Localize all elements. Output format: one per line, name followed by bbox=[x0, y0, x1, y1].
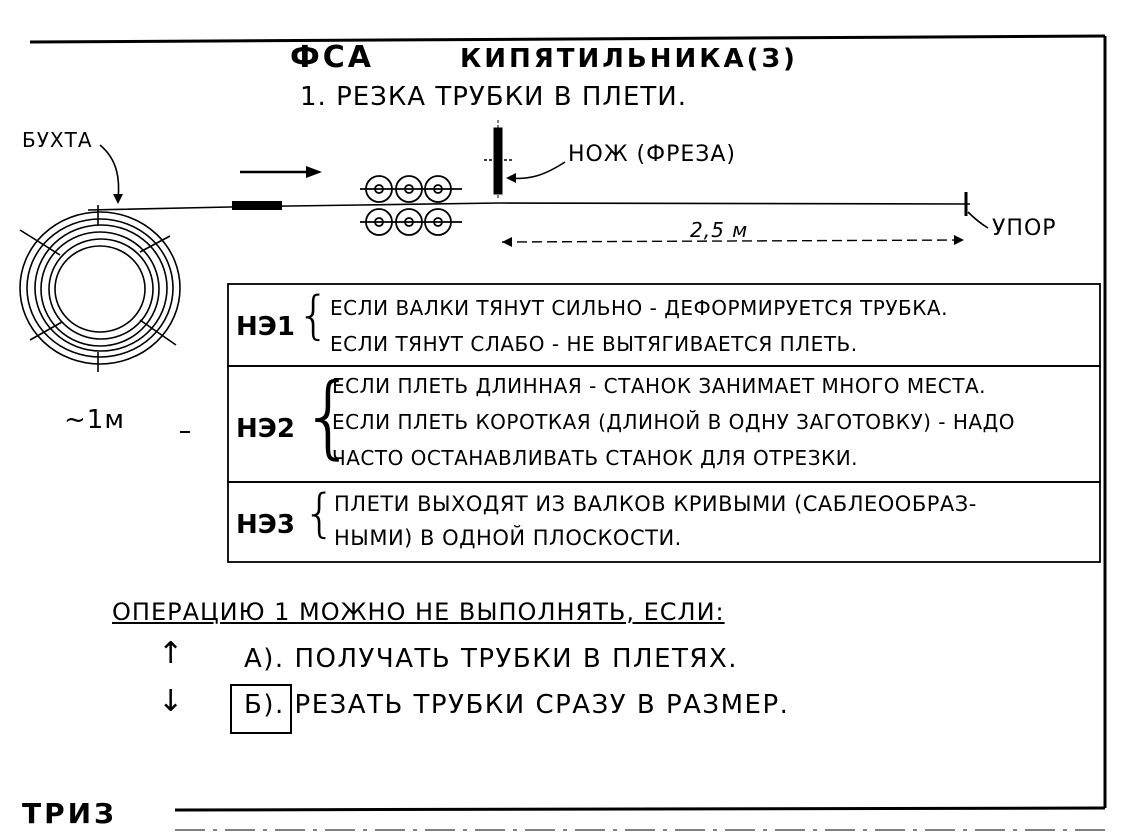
page-subtitle: 1. РЕЗКА ТРУБКИ В ПЛЕТИ. bbox=[300, 82, 687, 112]
contradiction-1-line-1: ЕСЛИ ВАЛКИ ТЯНУТ СИЛЬНО - ДЕФОРМИРУЕТСЯ … bbox=[330, 296, 948, 320]
coil-label: БУХТА bbox=[22, 128, 93, 152]
contradiction-table-frame bbox=[227, 283, 1101, 563]
condition-option-b: Б). РЕЗАТЬ ТРУБКИ СРАЗУ В РАЗМЕР. bbox=[244, 690, 790, 720]
coil-drawing bbox=[19, 205, 181, 372]
contradiction-3-line-2: НЫМИ) В ОДНОЙ ПЛОСКОСТИ. bbox=[334, 526, 682, 550]
knife-label-arrow bbox=[509, 161, 566, 180]
stop-label-arrow bbox=[967, 211, 989, 229]
coil-label-arrow bbox=[99, 144, 120, 201]
frame-bottom bbox=[174, 806, 1106, 812]
tube-line bbox=[87, 202, 971, 211]
length-dimension bbox=[501, 239, 965, 243]
arrow-down-icon: ↓ bbox=[158, 684, 184, 719]
tube-guide bbox=[232, 201, 282, 210]
contradiction-label-2: НЭ2 bbox=[236, 414, 295, 444]
condition-option-a: А). ПОЛУЧАТЬ ТРУБКИ В ПЛЕТЯХ. bbox=[244, 644, 739, 674]
contradiction-2-line-1: ЕСЛИ ПЛЕТЬ ДЛИННАЯ - СТАНОК ЗАНИМАЕТ МНО… bbox=[332, 374, 986, 398]
frame-top bbox=[29, 34, 1106, 44]
knife-label: НОЖ (ФРЕЗА) bbox=[568, 142, 736, 167]
triz-logo: ТРИЗ bbox=[22, 797, 117, 830]
brace-3: { bbox=[303, 484, 337, 544]
length-label: 2,5 м bbox=[690, 218, 749, 242]
contradiction-3-line-1: ПЛЕТИ ВЫХОДЯТ ИЗ ВАЛКОВ КРИВЫМИ (САБЛЕОО… bbox=[334, 492, 977, 516]
coil-diameter-label: ~1м bbox=[64, 405, 125, 435]
page-title: ФСА bbox=[290, 40, 374, 75]
contradiction-2-line-2: ЕСЛИ ПЛЕТЬ КОРОТКАЯ (ДЛИНОЙ В ОДНУ ЗАГОТ… bbox=[332, 410, 1015, 434]
conditions-heading: ОПЕРАЦИЮ 1 МОЖНО НЕ ВЫПОЛНЯТЬ, ЕСЛИ: bbox=[112, 598, 725, 626]
page-title-object: КИПЯТИЛЬНИКА(З) bbox=[460, 44, 798, 74]
option-b-highlight-box bbox=[230, 684, 292, 734]
brace-1: { bbox=[297, 286, 331, 346]
rollers bbox=[360, 175, 462, 236]
contradiction-1-line-2: ЕСЛИ ТЯНУТ СЛАБО - НЕ ВЫТЯГИВАЕТСЯ ПЛЕТЬ… bbox=[330, 332, 858, 356]
arrow-up-icon: ↑ bbox=[158, 636, 184, 671]
brace-2: { bbox=[300, 364, 358, 469]
knife-drawing bbox=[484, 120, 514, 200]
contradiction-label-1: НЭ1 bbox=[236, 312, 295, 342]
contradiction-label-3: НЭ3 bbox=[236, 510, 295, 540]
stop-label: УПОР bbox=[992, 216, 1057, 241]
contradiction-2-line-3: ЧАСТО ОСТАНАВЛИВАТЬ СТАНОК ДЛЯ ОТРЕЗКИ. bbox=[332, 446, 859, 470]
